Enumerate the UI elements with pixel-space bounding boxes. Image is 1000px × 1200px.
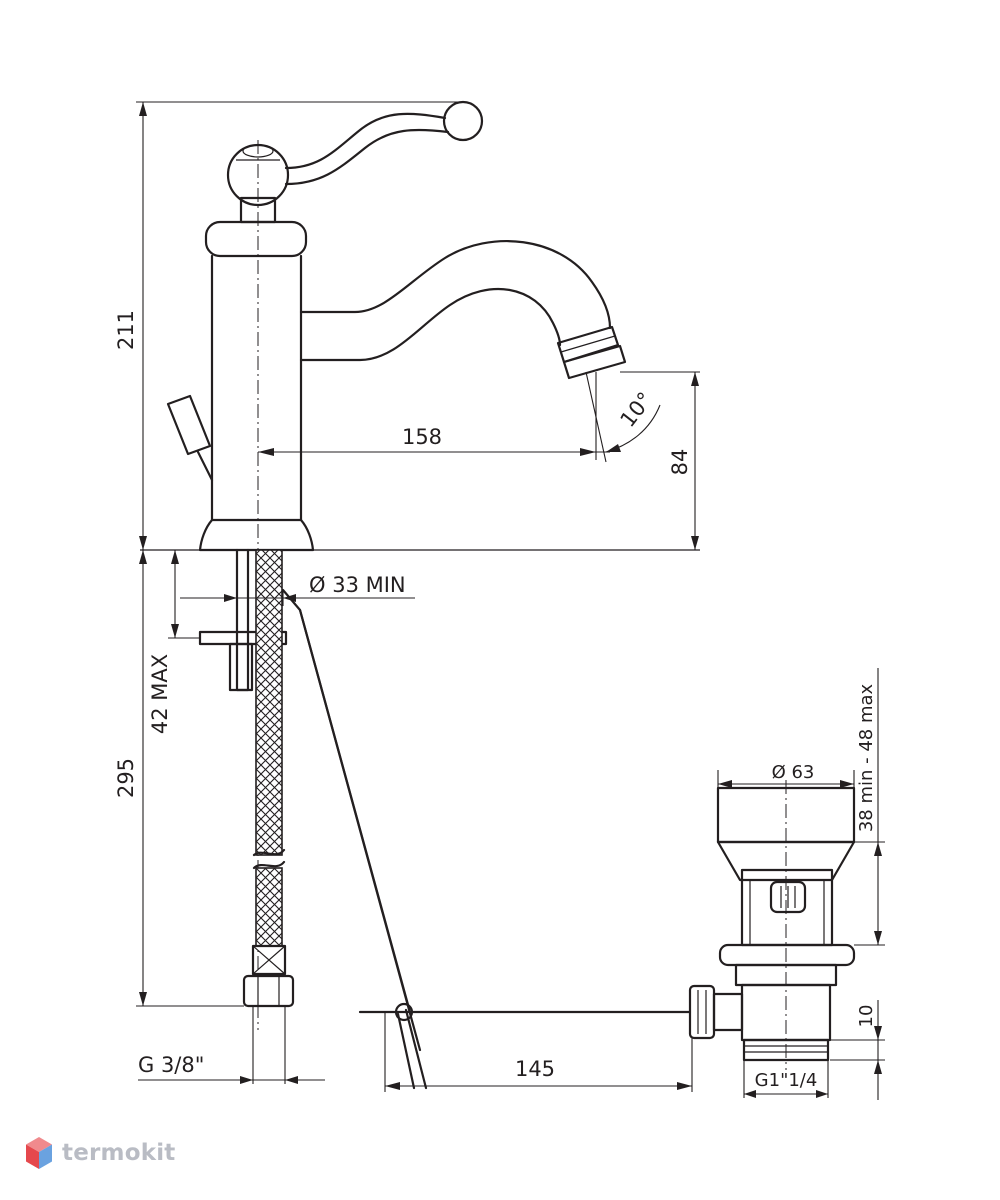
dim-rod-length: 145 — [515, 1057, 555, 1081]
dim-waste-range: 38 min - 48 max — [856, 683, 877, 832]
pop-up-waste — [688, 780, 856, 1070]
threaded-stud — [235, 548, 250, 692]
main-column — [210, 254, 303, 522]
mixer-base — [198, 518, 315, 552]
dim-waste-diameter: Ø 63 — [772, 762, 815, 783]
waste-flange — [718, 943, 856, 967]
dim-connection: G 3/8" — [138, 1053, 204, 1077]
dim-hose-length: 295 — [114, 758, 138, 798]
lever-handle — [284, 112, 447, 170]
dim-211: 211 — [114, 310, 138, 350]
hose-nut — [242, 974, 295, 1008]
lever-knob — [442, 100, 484, 142]
dim-max-thickness: 42 MAX — [148, 654, 172, 734]
watermark: termokit — [24, 1136, 175, 1170]
overflow-slot — [769, 880, 807, 914]
dim-158: 158 — [402, 425, 442, 449]
dim-waste-offset: 10 — [856, 1005, 877, 1028]
dimension-lines — [136, 101, 885, 1100]
hexagon-cube-icon — [26, 1137, 52, 1169]
hose-ferrule — [251, 944, 287, 976]
rod-connector — [688, 984, 716, 1040]
nut — [228, 642, 254, 692]
pop-up-lever — [166, 394, 212, 456]
top-collar — [204, 220, 308, 258]
installation-parts — [140, 548, 700, 1090]
aerator — [556, 325, 620, 364]
dim-84: 84 — [668, 449, 692, 476]
watermark-brand: termokit — [62, 1140, 176, 1166]
spout — [299, 240, 612, 330]
dim-waste-thread: G1"1/4 — [755, 1070, 818, 1091]
braided-hose — [255, 549, 283, 856]
dim-hole-diameter: Ø 33 MIN — [309, 573, 406, 597]
dimension-labels: 211 158 84 10° Ø 33 MIN 42 MAX 295 G 3/8… — [114, 310, 877, 1091]
pop-up-rod — [281, 588, 412, 1014]
dim-angle: 10° — [616, 388, 658, 432]
